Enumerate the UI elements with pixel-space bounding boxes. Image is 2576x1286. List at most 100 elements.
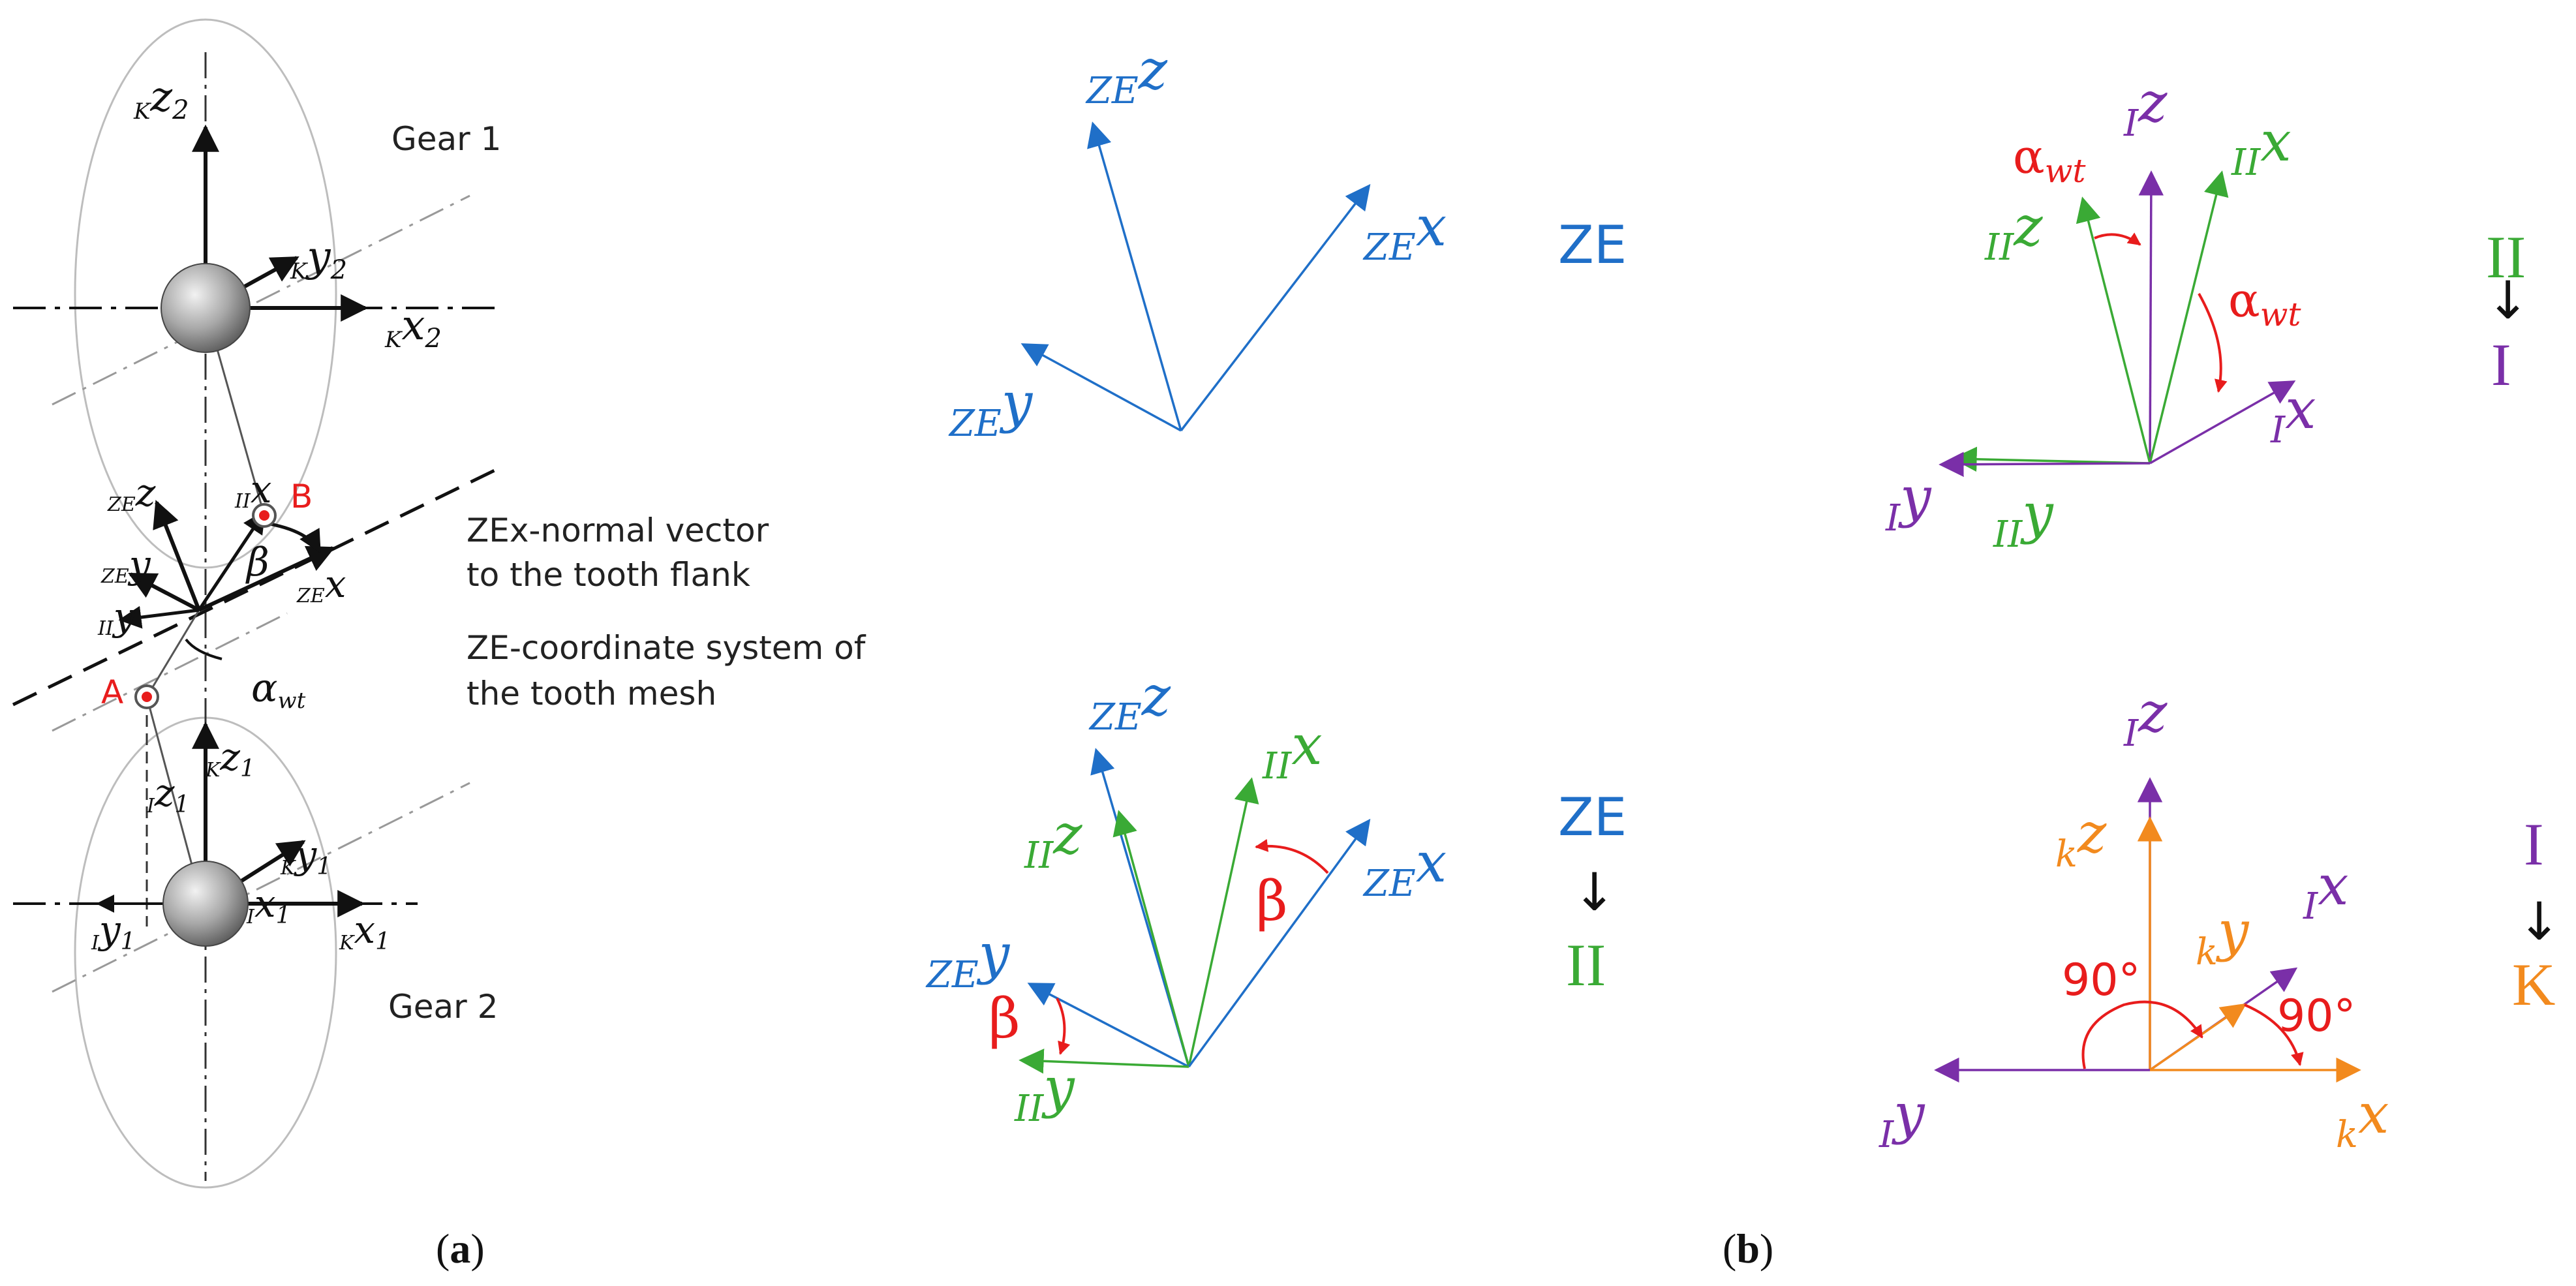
i-to-k-to: K — [2512, 951, 2555, 1018]
ze-title: ZE — [1558, 215, 1627, 275]
kz2-label: Kz2 — [133, 73, 189, 125]
ze-y-label: ZEy — [948, 371, 1034, 445]
normal-annotation-line2: to the tooth flank — [467, 556, 750, 594]
ii-x-label-2: IIx — [1262, 713, 1323, 788]
ii-z-arrow-2 — [1112, 810, 1190, 1067]
kz1-label: Kz1 — [205, 735, 255, 782]
i-x-label-4: Ix — [2303, 853, 2349, 928]
contact-point-icon — [134, 503, 277, 709]
link-mesh-to-a — [146, 609, 200, 697]
ii-x-arrow-3 — [2149, 170, 2229, 464]
ze-z-label-2: ZEz — [1088, 664, 1171, 739]
angle-arc-left — [2081, 1000, 2203, 1069]
ze-x-arrow — [1180, 183, 1371, 432]
ii-z-label-2: IIz — [1024, 803, 1082, 877]
kx2-label: Kx2 — [384, 301, 442, 354]
kx1-label: Kx1 — [339, 908, 390, 955]
i-y-label-4: Iy — [1878, 1082, 1925, 1156]
k-y-label-4: ky — [2196, 899, 2250, 973]
ii-to-i-to: I — [2491, 331, 2511, 398]
panel-b-transformations: ZEz ZEx ZEy ZE ZEz IIx IIz ZEx ZEy IIy — [925, 38, 2561, 1272]
diagram-i-to-k: Iz kz Ix ky Iy kx 90° 90° I ↓ K — [1878, 681, 2561, 1156]
ze-y-arrow-2 — [1027, 983, 1189, 1068]
zex-label: ZEx — [296, 562, 346, 607]
zey-arrow — [128, 572, 200, 612]
ze-z-arrow — [1087, 121, 1182, 431]
i-to-k-arrow: ↓ — [2517, 891, 2561, 952]
beta-arc-top — [1255, 838, 1329, 874]
point-a-label: A — [101, 673, 123, 711]
alpha-label-a: αwt — [251, 666, 306, 714]
angle-label-left: 90° — [2062, 955, 2141, 1006]
cs-annotation-line1: ZE-coordinate system of — [467, 629, 866, 667]
normal-annotation-line1: ZEx-normal vector — [467, 512, 769, 549]
gear1-label: Gear 1 — [391, 120, 501, 158]
gear1-outline — [74, 18, 337, 569]
iix-arrow — [197, 510, 266, 611]
i-z-label-3: Iz — [2123, 70, 2168, 145]
ze-x-arrow-2 — [1188, 818, 1371, 1068]
iz1-label: Iz1 — [146, 771, 189, 818]
angle-arc-right — [2244, 1003, 2304, 1066]
i-z-arrow-3 — [2138, 170, 2164, 464]
k-z-label-4: kz — [2055, 801, 2107, 876]
alpha-arc — [185, 638, 222, 660]
iiy-label: IIy — [97, 594, 136, 640]
diagram-ze-to-ii: ZEz IIx IIz ZEx ZEy IIy β β ZE ↓ II — [925, 664, 1627, 1130]
gear2-label: Gear 2 — [388, 988, 498, 1026]
ii-z-label-3: IIz — [1984, 194, 2043, 269]
i-y-label-3: Iy — [1885, 465, 1932, 540]
lower-offset-line — [52, 782, 470, 993]
iiy-arrow — [118, 605, 200, 629]
i-z-label-4: Iz — [2123, 681, 2168, 755]
ii-y-arrow-2 — [1019, 1049, 1189, 1074]
beta-label-bottom: β — [989, 987, 1020, 1050]
i-x-label-3: Ix — [2270, 377, 2316, 452]
panel-a-gear-mesh: Gear 1 Gear 2 ZEx-normal vector to the t… — [12, 18, 866, 1272]
alpha-arc-top — [2094, 232, 2141, 246]
i-to-k-from: I — [2524, 811, 2544, 878]
ii-y-label-2: IIy — [1014, 1056, 1075, 1130]
angle-label-right: 90° — [2277, 990, 2356, 1042]
upper-offset-line — [52, 194, 470, 406]
zez-arrow — [153, 500, 201, 611]
iy1-label: Iy1 — [91, 908, 136, 955]
diagram-ii-to-i: Iz IIx IIz Ix Iy IIy αwt αwt II ↓ I — [1885, 70, 2530, 556]
ky2-label: Ky2 — [290, 233, 347, 285]
ii-to-i-from: II — [2486, 224, 2526, 290]
point-b-label: B — [290, 478, 313, 515]
ix1-label: Ix1 — [246, 881, 290, 929]
i-x-arrow-3 — [2149, 380, 2296, 465]
ii-x-arrow-2 — [1188, 777, 1259, 1067]
beta-label-a: β — [245, 540, 269, 585]
zey-label: ZEy — [100, 542, 151, 588]
zex-arrow — [198, 545, 335, 612]
ze-y-arrow — [1020, 343, 1182, 432]
zez-label: ZEz — [107, 470, 156, 516]
panel-a-caption: (a) — [436, 1225, 485, 1272]
alpha-label-top: αwt — [2013, 129, 2086, 190]
alpha-arc-right — [2198, 293, 2228, 393]
diagram-ze: ZEz ZEx ZEy ZE — [948, 38, 1627, 445]
k-x-label-4: kx — [2336, 1082, 2389, 1156]
ze-to-ii-to: II — [1566, 932, 1606, 998]
ze-x-label: ZEx — [1362, 194, 1447, 269]
ii-x-label-3: IIx — [2231, 110, 2292, 184]
tooth-mesh-line — [12, 468, 497, 707]
ze-x-label-2: ZEx — [1362, 831, 1447, 905]
i-y-arrow-3 — [1939, 452, 2151, 478]
alpha-label-right: αwt — [2228, 273, 2301, 333]
iix-label: IIx — [234, 467, 271, 513]
ze-y-label-2: ZEy — [925, 922, 1011, 996]
panel-b-caption: (b) — [1723, 1225, 1773, 1272]
beta-arc-bottom — [1056, 998, 1071, 1055]
ze-to-ii-arrow: ↓ — [1572, 862, 1616, 923]
ii-z-arrow-3 — [2076, 196, 2151, 464]
ii-to-i-arrow: ↓ — [2486, 270, 2530, 331]
gear-center-sphere-icon — [161, 263, 251, 947]
beta-label-top: β — [1256, 869, 1288, 933]
mid-offset-line — [52, 612, 288, 732]
ii-y-label-3: IIy — [1993, 482, 2054, 556]
ze-z-label: ZEz — [1085, 38, 1168, 112]
